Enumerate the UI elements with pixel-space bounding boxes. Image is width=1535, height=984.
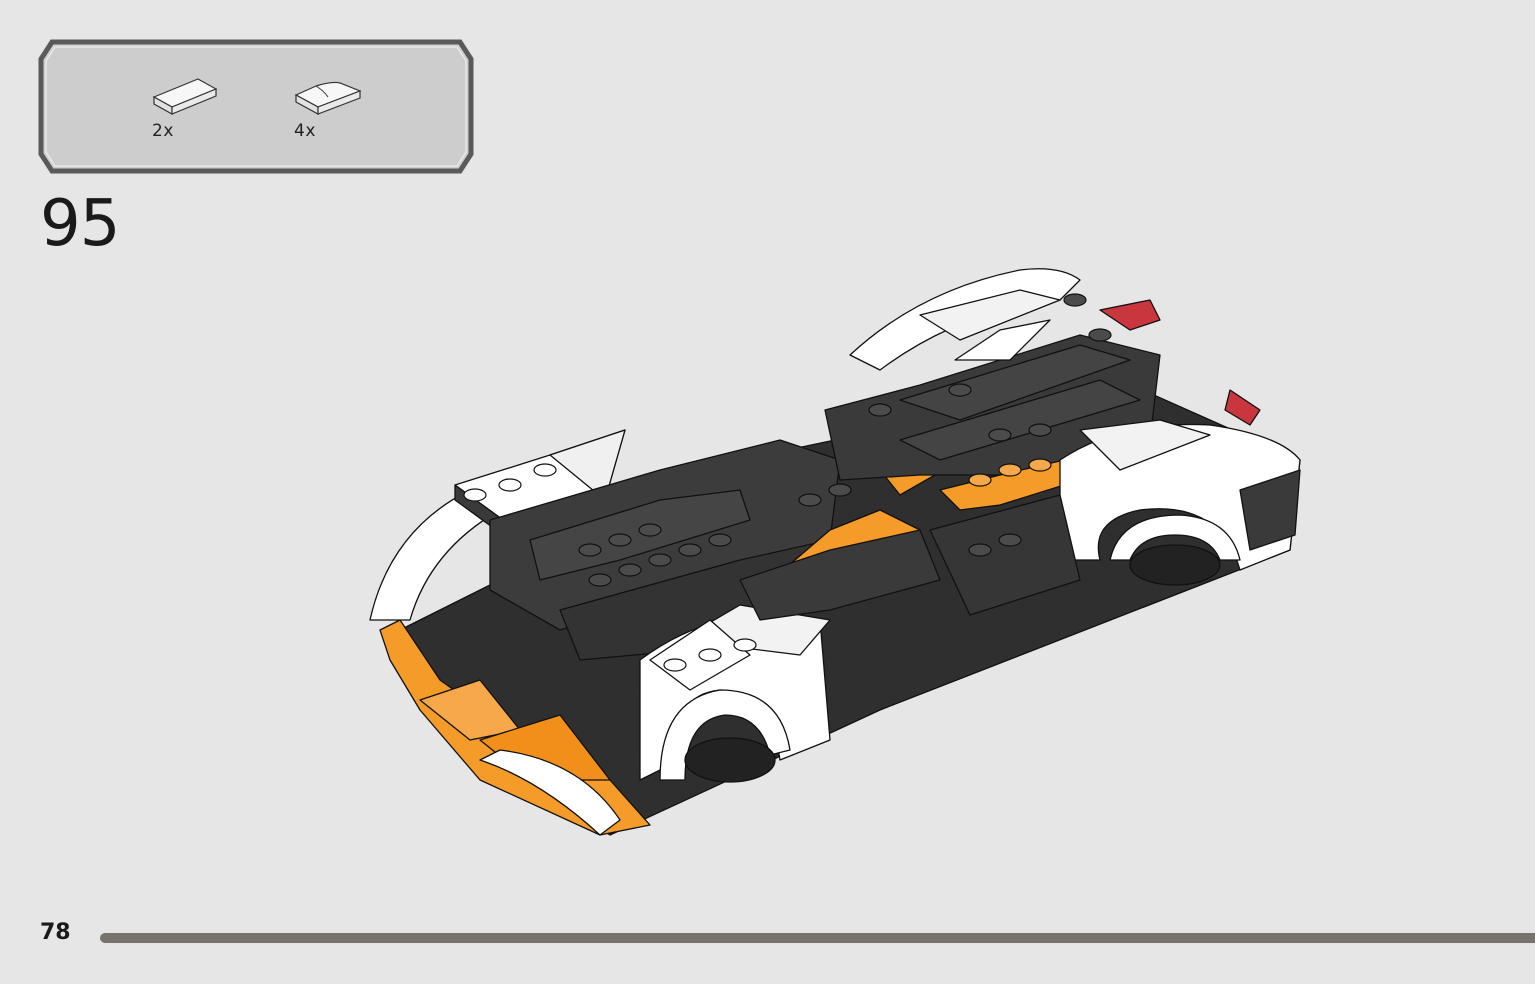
white-plate-icon <box>152 78 218 116</box>
parts-callout-box: 2x 4x <box>38 39 474 174</box>
part-quantity: 2x <box>152 121 174 141</box>
page-number: 78 <box>40 920 71 945</box>
part-quantity: 4x <box>294 121 316 141</box>
step-number: 95 <box>40 187 120 261</box>
white-curved-slope-icon <box>294 81 362 116</box>
parts-callout-frame <box>38 39 474 174</box>
car-model-illustration <box>369 268 1301 836</box>
page-progress-bar <box>100 933 1535 943</box>
